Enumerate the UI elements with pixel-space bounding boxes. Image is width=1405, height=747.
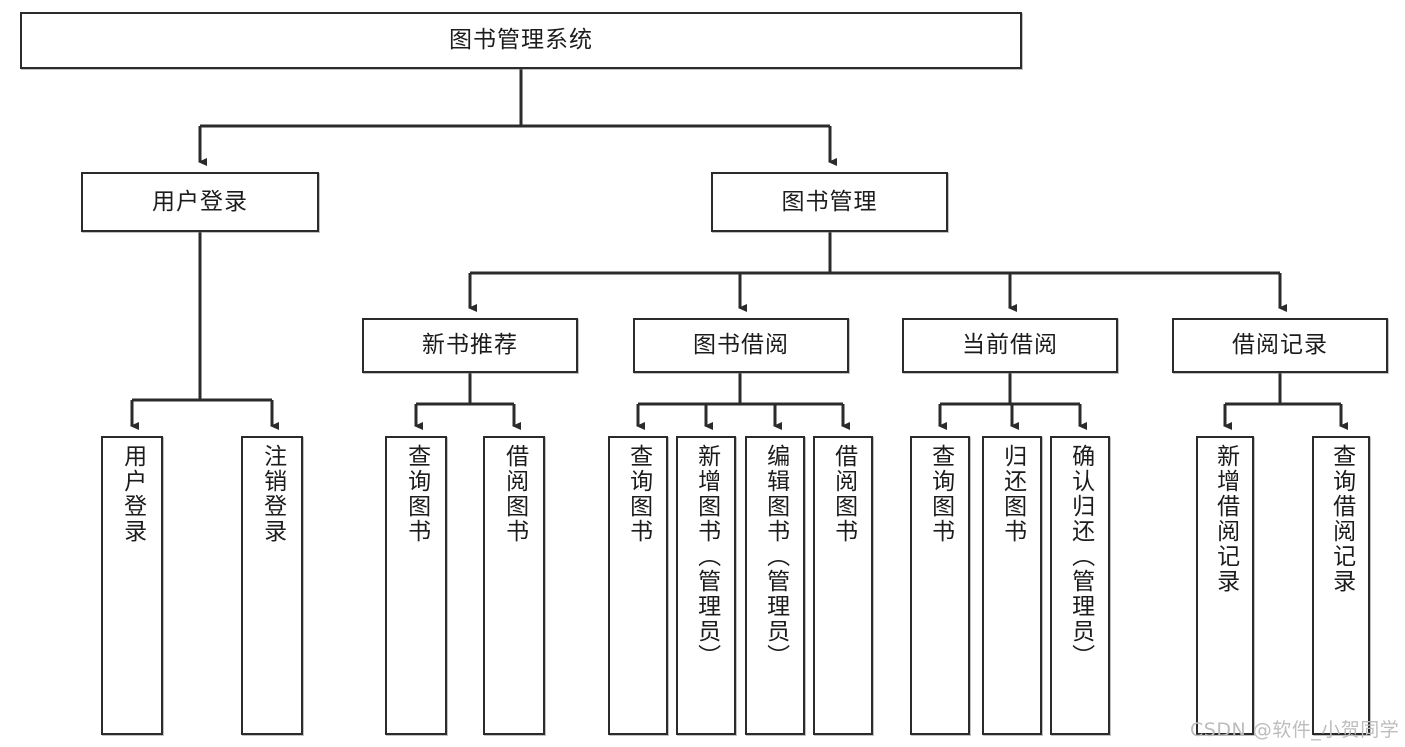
node-label: 查询图书 — [927, 444, 954, 544]
node-leaf-edit-book[interactable]: 编辑图书（管理员） — [745, 436, 805, 735]
node-leaf-logout[interactable]: 注销登录 — [241, 436, 303, 735]
node-leaf-return-book[interactable]: 归还图书 — [982, 436, 1042, 735]
node-label: 归还图书 — [999, 444, 1026, 544]
node-book-manage[interactable]: 图书管理 — [711, 172, 948, 232]
node-label: 用户登录 — [152, 188, 248, 215]
node-label: 确认归还（管理员） — [1067, 444, 1094, 669]
node-book-borrow[interactable]: 图书借阅 — [633, 318, 849, 373]
node-leaf-query-record[interactable]: 查询借阅记录 — [1312, 436, 1370, 735]
node-label: 借阅图书 — [501, 444, 528, 544]
node-leaf-query-book-borrow[interactable]: 查询图书 — [608, 436, 668, 735]
node-leaf-borrow-book-rec[interactable]: 借阅图书 — [483, 436, 545, 735]
node-label: 当前借阅 — [962, 332, 1058, 358]
node-leaf-query-book-rec[interactable]: 查询图书 — [385, 436, 447, 735]
node-borrow-record[interactable]: 借阅记录 — [1172, 318, 1388, 373]
node-new-book-rec[interactable]: 新书推荐 — [362, 318, 578, 373]
node-current-borrow[interactable]: 当前借阅 — [902, 318, 1118, 373]
node-user-login[interactable]: 用户登录 — [81, 172, 319, 232]
node-label: 新书推荐 — [422, 332, 518, 358]
node-label: 新增图书（管理员） — [693, 444, 720, 669]
node-leaf-add-book[interactable]: 新增图书（管理员） — [676, 436, 736, 735]
node-label: 图书管理系统 — [449, 27, 593, 53]
node-label: 图书借阅 — [693, 332, 789, 358]
node-label: 编辑图书（管理员） — [762, 444, 789, 669]
node-label: 查询图书 — [625, 444, 652, 544]
node-leaf-add-record[interactable]: 新增借阅记录 — [1196, 436, 1254, 735]
node-label: 借阅图书 — [830, 444, 857, 544]
node-label: 查询借阅记录 — [1328, 444, 1355, 594]
node-label: 借阅记录 — [1232, 332, 1328, 358]
node-leaf-borrow-book[interactable]: 借阅图书 — [813, 436, 873, 735]
node-label: 用户登录 — [119, 444, 146, 544]
node-label: 注销登录 — [259, 444, 286, 544]
node-leaf-confirm-return[interactable]: 确认归还（管理员） — [1050, 436, 1110, 735]
node-leaf-user-login[interactable]: 用户登录 — [101, 436, 163, 735]
node-label: 查询图书 — [403, 444, 430, 544]
node-leaf-query-book-cur[interactable]: 查询图书 — [910, 436, 970, 735]
node-label: 新增借阅记录 — [1212, 444, 1239, 594]
node-root-system[interactable]: 图书管理系统 — [20, 12, 1022, 69]
node-label: 图书管理 — [781, 188, 878, 215]
watermark-text: CSDN @软件_小贺同学 — [1190, 719, 1400, 741]
